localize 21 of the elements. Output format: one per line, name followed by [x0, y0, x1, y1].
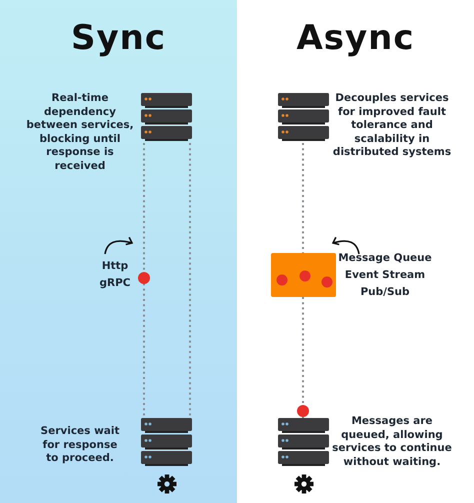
column-panel: [0, 0, 237, 503]
message-queue-box: [271, 253, 336, 297]
server-icon: [141, 418, 192, 468]
server-icon: [278, 418, 329, 468]
dotted-connector: [189, 143, 191, 418]
column-title: Async: [295, 18, 416, 58]
description-text: Pub/Sub: [359, 286, 411, 300]
description-text: Event Stream: [344, 269, 426, 283]
server-icon: [278, 93, 329, 143]
column-title: Sync: [70, 18, 167, 58]
dotted-connector: [302, 297, 304, 418]
description-text: Messages are queued, allowing services to continue without waiting.: [331, 415, 453, 470]
protocol-label: gRPC: [98, 277, 132, 291]
server-icon: [141, 93, 192, 143]
description-text: Message Queue: [337, 252, 433, 266]
protocol-label: Http: [100, 260, 130, 274]
description-text: Decouples services for improved fault tolerance and scalability in distributed systems: [332, 92, 452, 160]
dotted-connector: [302, 143, 304, 253]
description-text: Real-time dependency between services, blocking until response is received: [25, 92, 135, 174]
description-text: Services wait for response to proceed.: [40, 425, 120, 466]
dotted-connector: [143, 143, 145, 418]
